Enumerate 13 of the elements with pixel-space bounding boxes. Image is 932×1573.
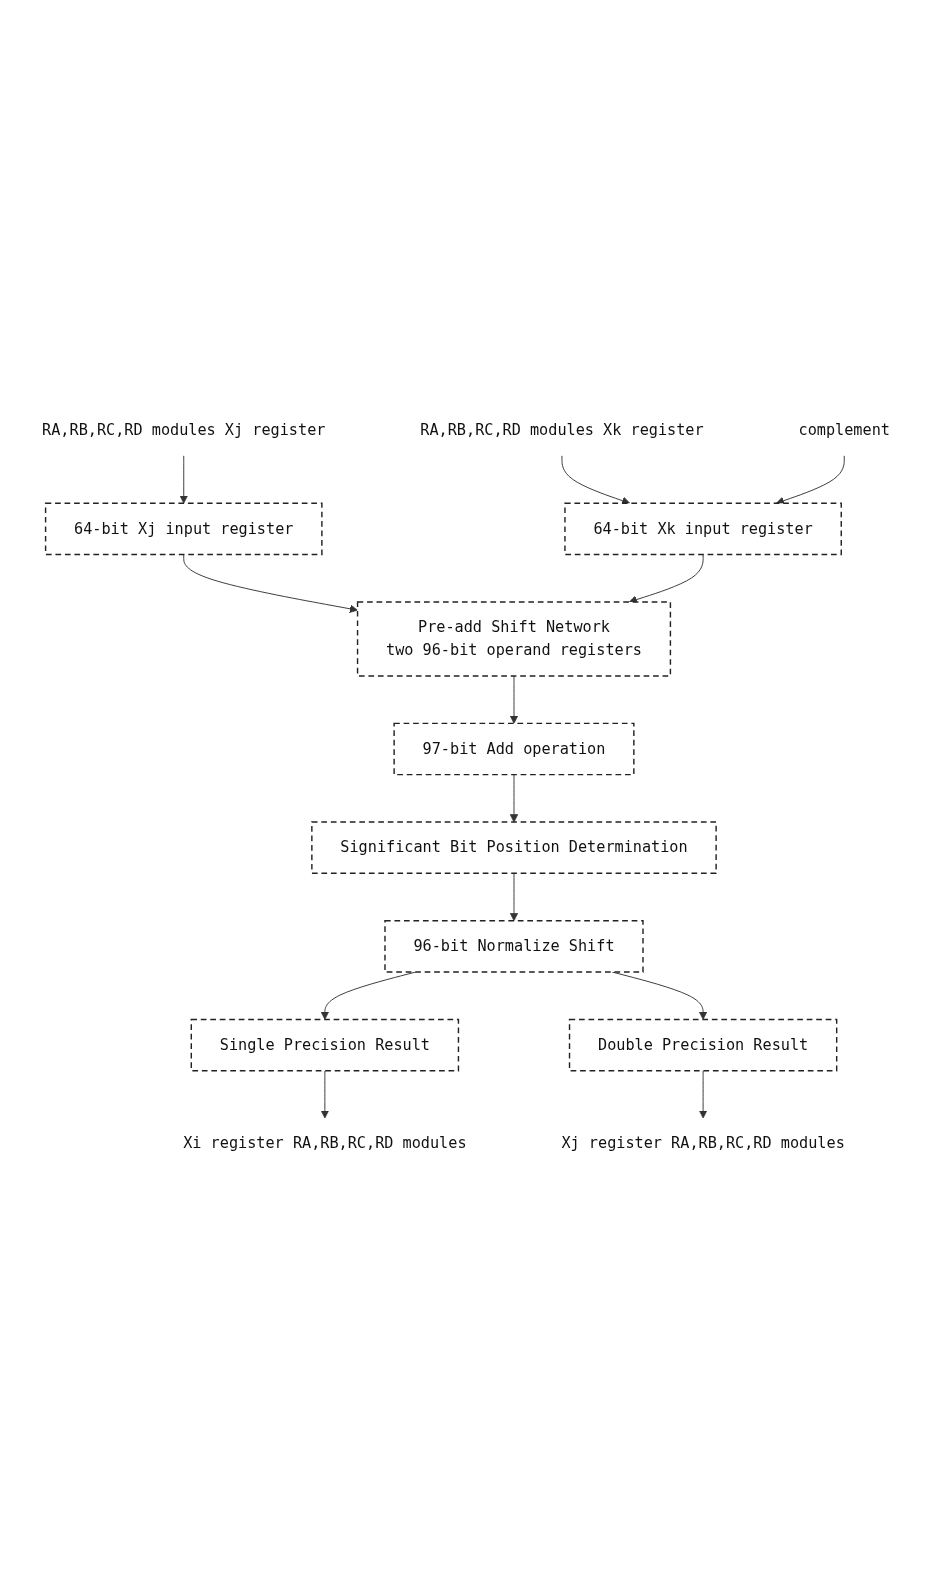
node-text: Xi register RA,RB,RC,RD modules (183, 1133, 467, 1152)
node-box: 97-bit Add operation (393, 722, 635, 775)
node-box: Pre-add Shift Network two 96-bit operand registers (356, 600, 672, 677)
node-box: Single Precision Result (190, 1018, 460, 1071)
node-box: 64-bit Xk input register (564, 502, 842, 555)
node-box: 64-bit Xj input register (44, 502, 323, 555)
node-box: Double Precision Result (568, 1018, 838, 1071)
node-text: RA,RB,RC,RD modules Xj register (42, 420, 326, 439)
node-text: RA,RB,RC,RD modules Xk register (420, 420, 704, 439)
node-text: complement (798, 420, 890, 439)
node-text: Xj register RA,RB,RC,RD modules (561, 1133, 845, 1152)
node-box: Significant Bit Position Determination (311, 820, 717, 874)
node-box: 96-bit Normalize Shift (384, 919, 644, 973)
